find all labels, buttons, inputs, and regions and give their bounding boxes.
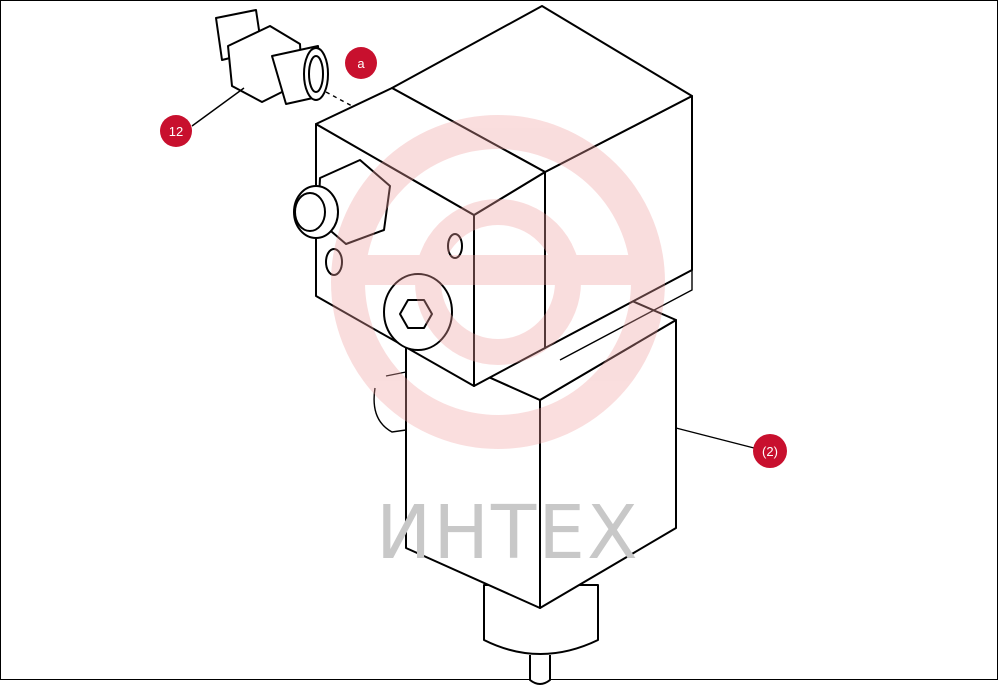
fitting-12: [215, 9, 353, 107]
socket-head-bolt: [383, 273, 453, 351]
svg-text:a: a: [357, 56, 365, 71]
leader-2: [675, 427, 755, 449]
watermark-text: ИНТЕХ: [376, 490, 640, 576]
callout-a: a: [345, 47, 377, 79]
lower-cylinder: [483, 584, 599, 685]
side-fitting: [293, 159, 391, 245]
svg-text:(2): (2): [762, 444, 778, 459]
leader-12: [191, 87, 245, 127]
callout-2: (2): [753, 434, 787, 468]
watermark-logo: [331, 115, 665, 449]
svg-text:12: 12: [169, 124, 183, 139]
callout-12: 12: [160, 115, 192, 147]
